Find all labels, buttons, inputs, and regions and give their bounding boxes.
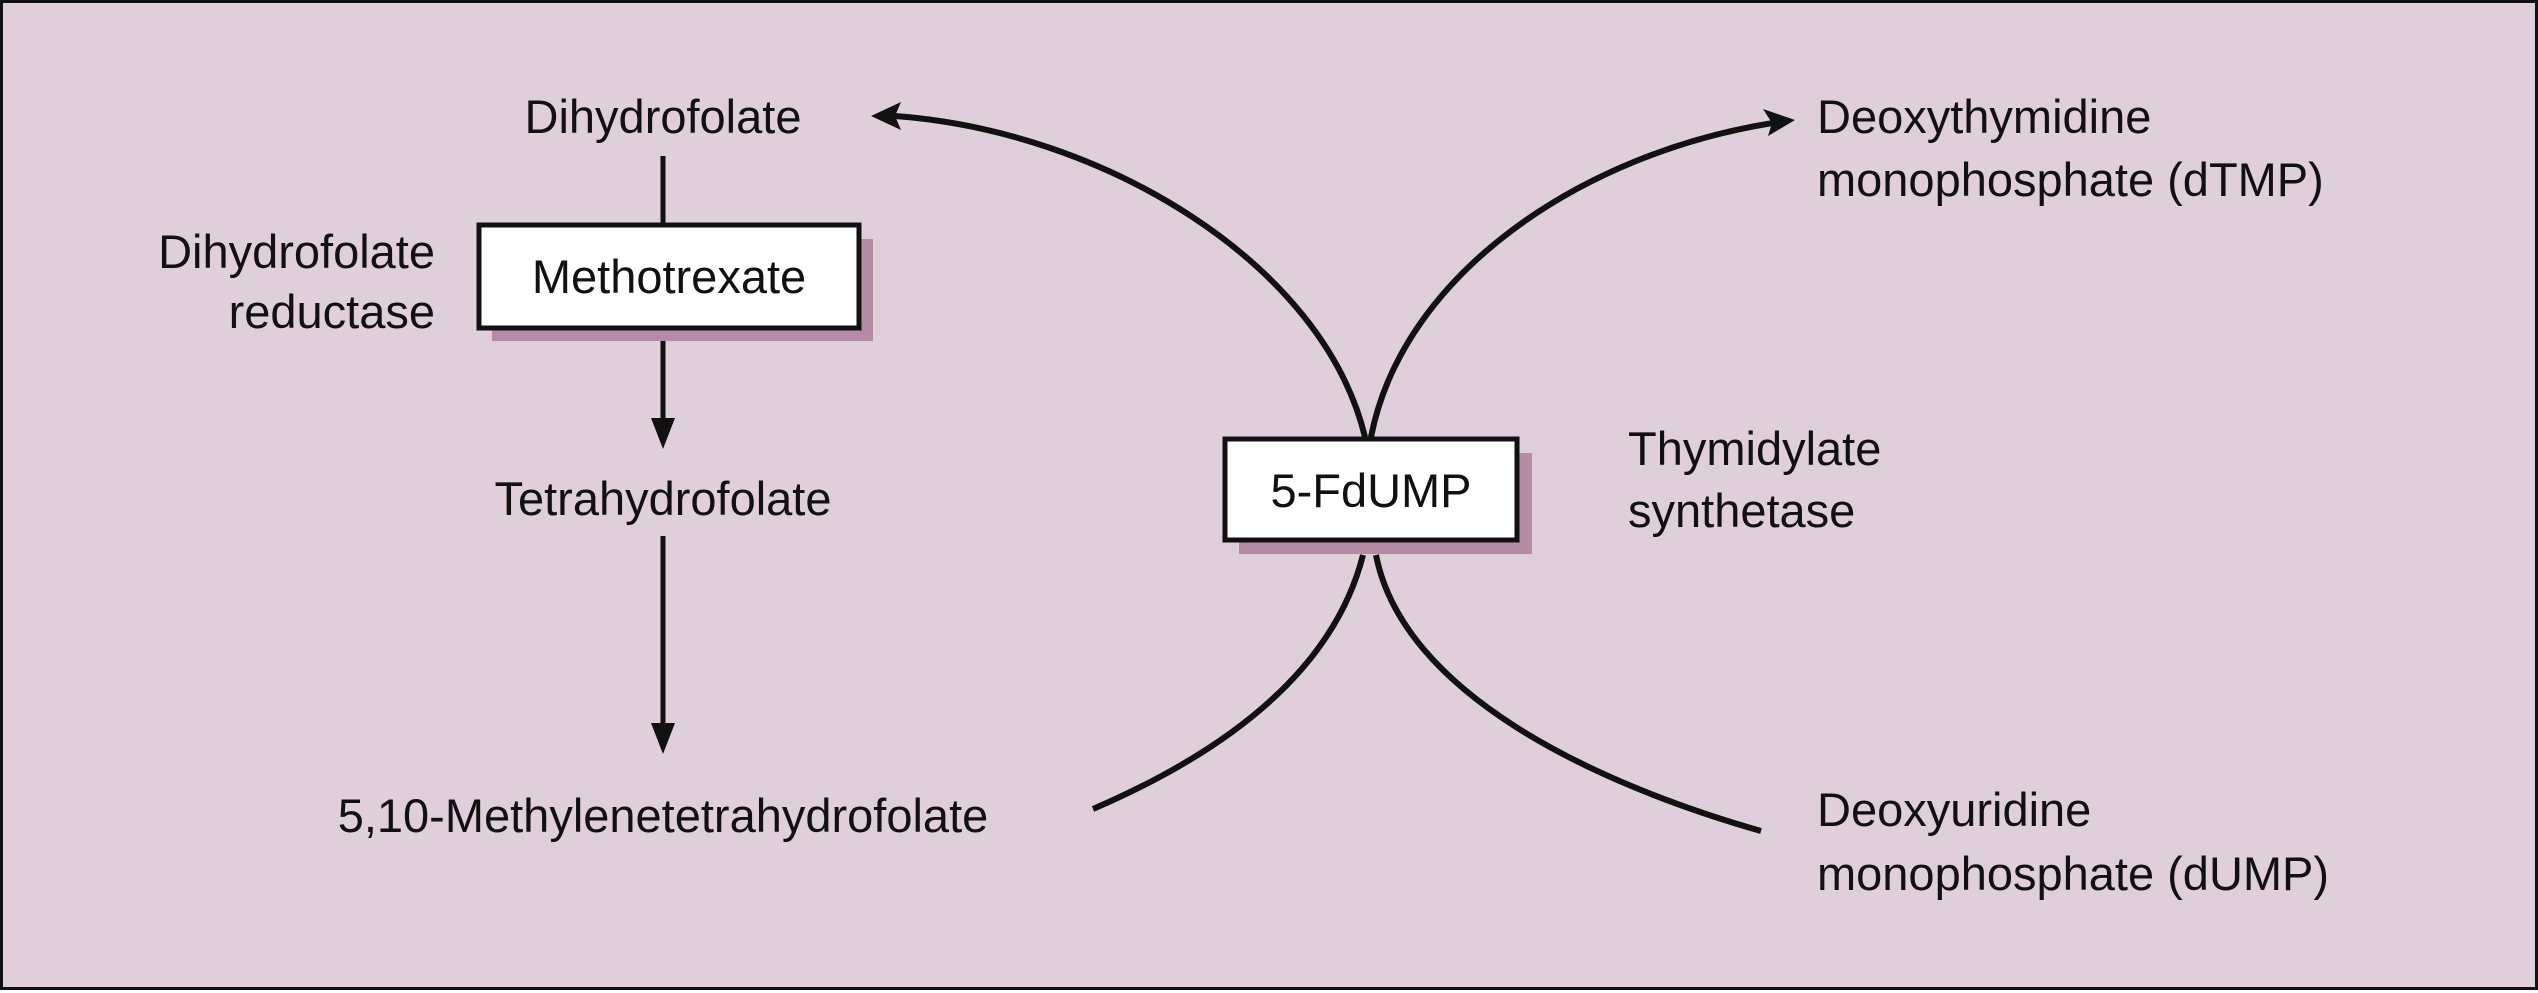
node-dtmp-line2: monophosphate (dTMP) (1817, 153, 2324, 206)
node-dihydrofolate: Dihydrofolate (525, 90, 802, 143)
edge-dump-to-ts (1373, 554, 1762, 834)
arrowhead-down-icon (651, 418, 675, 449)
edge-ts-to-dhf (894, 113, 1368, 438)
node-dtmp-line1: Deoxythymidine (1817, 90, 2151, 143)
node-tetrahydrofolate: Tetrahydrofolate (494, 472, 831, 525)
fdump-box (1222, 436, 1520, 543)
node-dump-line2: monophosphate (dUMP) (1817, 847, 2329, 900)
inhibitor-methotrexate: Methotrexate (532, 250, 806, 303)
edge-mthf-to-ts (1091, 554, 1366, 812)
node-methylene-thf: 5,10-Methylenetetrahydrofolate (338, 789, 989, 842)
arrowhead-left-icon (871, 102, 901, 130)
enzyme-ts-line2: synthetase (1628, 484, 1855, 537)
edge-ts-to-dtmp (1368, 120, 1774, 438)
arrowhead-right-icon (1763, 109, 1795, 136)
node-dump-line1: Deoxyuridine (1817, 783, 2091, 836)
enzyme-dhfr-line1: Dihydrofolate (158, 225, 435, 278)
methotrexate-box (476, 222, 862, 331)
inhibitor-5-fdump: 5-FdUMP (1270, 464, 1471, 517)
enzyme-dhfr-line2: reductase (229, 285, 435, 338)
pathway-svg: Dihydrofolate Methotrexate Dihydrofolate… (158, 90, 2329, 900)
enzyme-ts-line1: Thymidylate (1628, 422, 1881, 475)
arrowhead-down-icon (651, 723, 675, 754)
